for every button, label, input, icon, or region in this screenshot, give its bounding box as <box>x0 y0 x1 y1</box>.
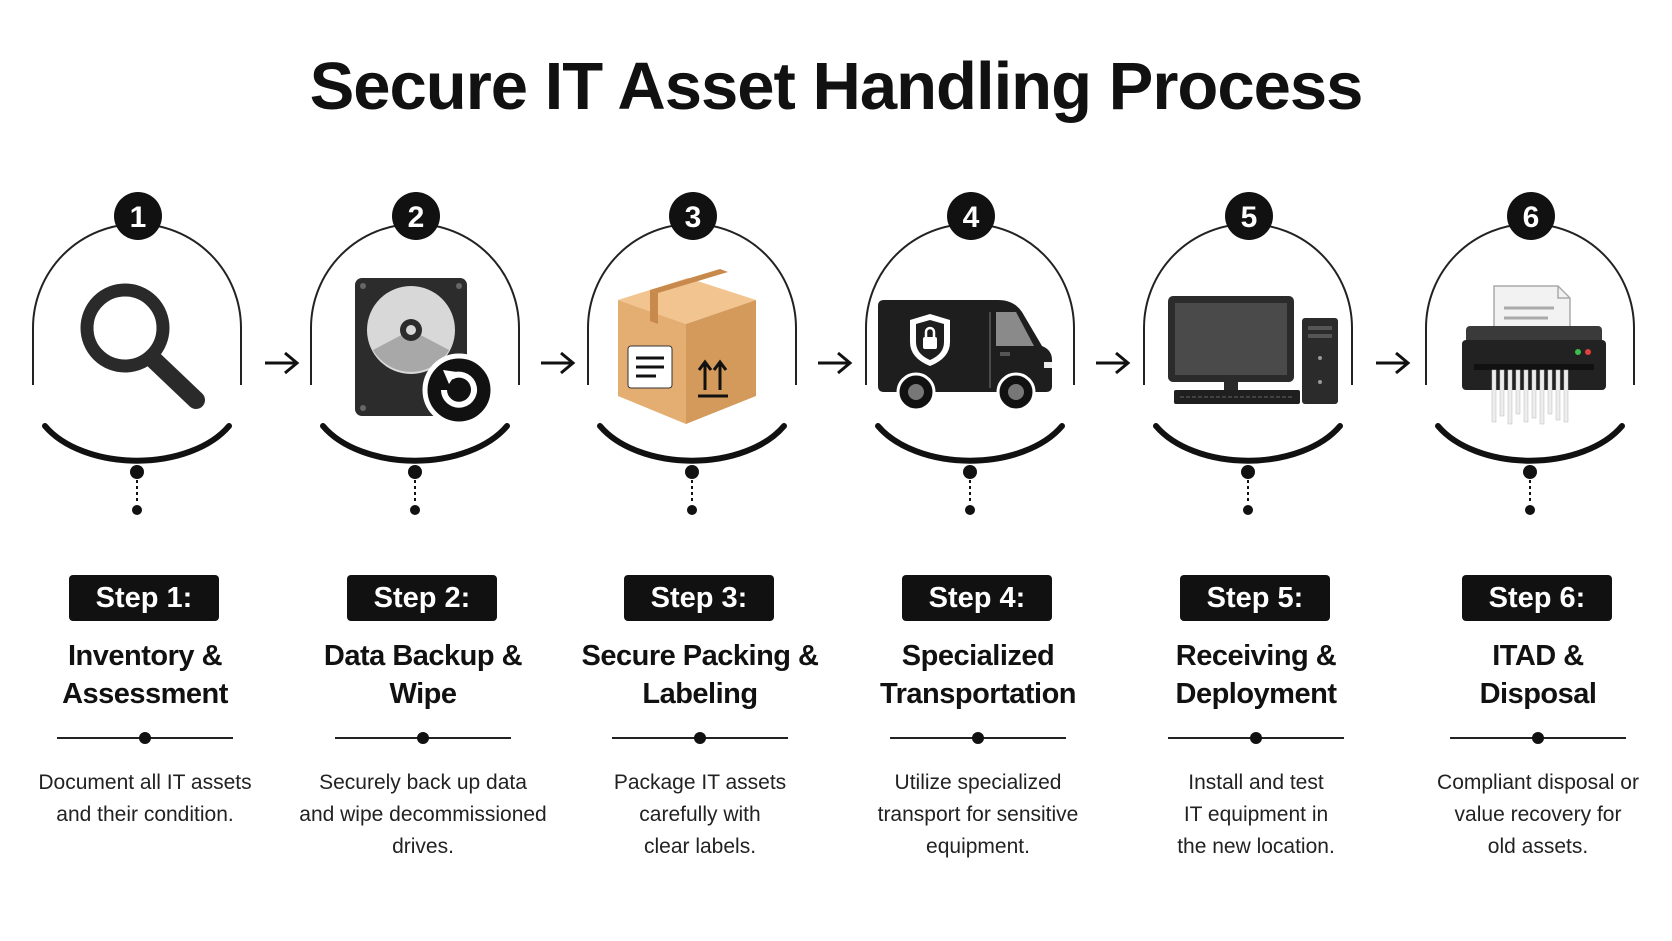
step-3-description: Package IT assets carefully with clear l… <box>613 771 787 858</box>
arrow-right-icon <box>1096 351 1131 375</box>
step-3-number: 3 <box>685 201 702 234</box>
step-1-description: Document all IT assets and their conditi… <box>38 771 252 826</box>
step-1-badge: Step 1: <box>69 575 219 621</box>
step-3-badge: Step 3: <box>624 575 774 621</box>
arrow-right-icon <box>1376 351 1411 375</box>
arrow-right-icon <box>541 351 576 375</box>
step-4-frame: 4 <box>865 192 1075 515</box>
step-2: 2 Step 2: Data Backup & Wipe Securely ba… <box>283 192 547 900</box>
arrow-right-icon <box>818 351 853 375</box>
step-1: 1 Step 1: Inventory & Assessment Documen… <box>5 192 265 900</box>
step-5-title: Receiving & Deployment <box>1175 640 1337 710</box>
step-5-number: 5 <box>1241 201 1258 234</box>
step-2-badge: Step 2: <box>347 575 497 621</box>
step-6-description: Compliant disposal or value recovery for… <box>1437 771 1639 858</box>
step-6: 6 Step 6: <box>1398 192 1658 900</box>
arrow-right-icon <box>265 351 300 375</box>
package-box-icon <box>618 269 756 424</box>
desktop-computer-icon <box>1168 296 1338 404</box>
step-6-badge: Step 6: <box>1462 575 1612 621</box>
step-2-frame: 2 <box>310 192 520 515</box>
step-6-number: 6 <box>1523 201 1540 234</box>
step-4: 4 Step 4: Specialized Transportation Uti… <box>838 192 1098 900</box>
step-4-number: 4 <box>963 201 980 234</box>
step-1-number: 1 <box>130 201 147 234</box>
paper-shredder-icon <box>1462 285 1606 425</box>
step-6-title: ITAD & Disposal <box>1479 640 1597 710</box>
step-4-title: Specialized Transportation <box>879 640 1077 710</box>
step-4-description: Utilize specialized transport for sensit… <box>877 771 1079 858</box>
step-3-frame: 3 <box>587 192 797 515</box>
hard-drive-wipe-icon <box>355 278 496 427</box>
step-2-description: Securely back up data and wipe decommiss… <box>299 771 547 858</box>
step-3-title: Secure Packing & Labeling <box>581 640 820 710</box>
step-1-title: Inventory & Assessment <box>62 640 228 710</box>
step-3: 3 Step 3: Secure Packing & Labeling Pack… <box>560 192 820 900</box>
step-2-number: 2 <box>408 201 425 234</box>
step-2-title: Data Backup & Wipe <box>323 640 523 710</box>
secure-van-icon <box>878 300 1052 412</box>
step-5-badge: Step 5: <box>1180 575 1330 621</box>
page-title: Secure IT Asset Handling Process <box>309 49 1364 124</box>
step-5-frame: 5 <box>1143 192 1353 515</box>
step-1-frame: 1 <box>32 192 242 515</box>
magnifying-glass-icon <box>80 283 205 409</box>
step-6-frame: 6 <box>1425 192 1635 515</box>
step-5: 5 Step 5: Receiving & Deployment Install… <box>1116 192 1376 900</box>
step-4-badge: Step 4: <box>902 575 1052 621</box>
step-5-description: Install and test IT equipment in the new… <box>1177 771 1335 858</box>
